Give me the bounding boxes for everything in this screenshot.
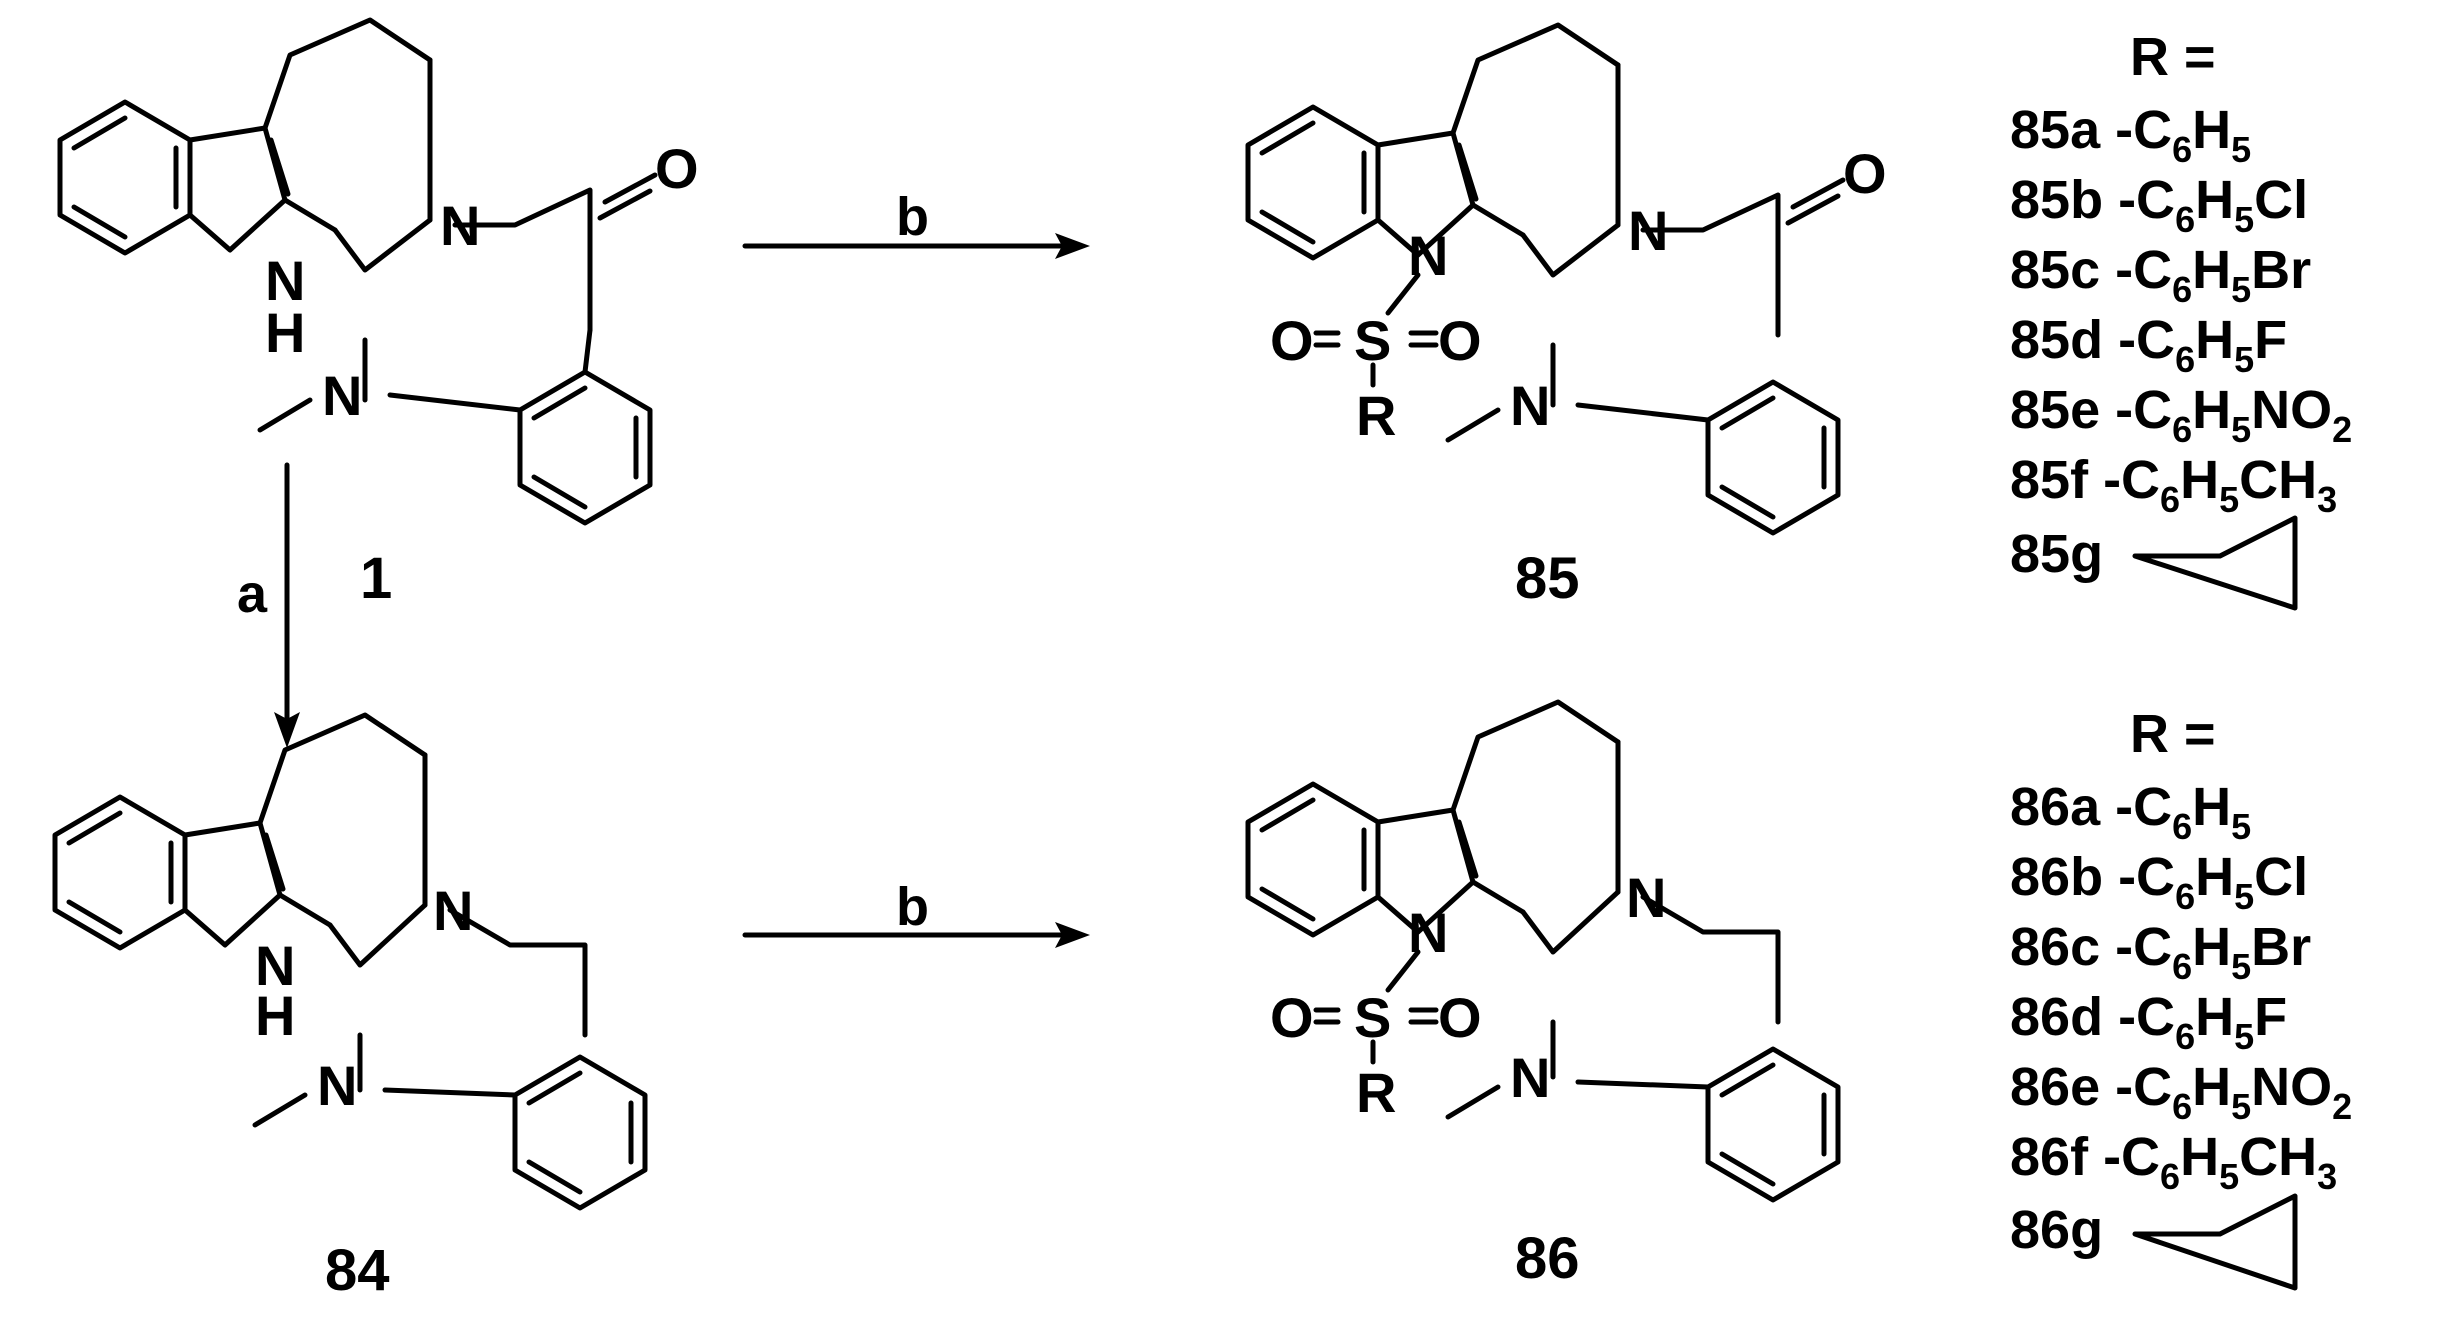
atom-r: R: [1356, 1061, 1396, 1124]
structure-compound-86: N N O S O R N: [1248, 702, 1838, 1200]
r-header-85: R =: [2130, 27, 2216, 87]
r-item-85f: 85f -C6H5CH3: [2010, 450, 2337, 520]
condition-b-bottom: b: [896, 877, 929, 937]
condition-b-top: b: [896, 187, 929, 247]
atom-n-ring: N: [1626, 866, 1666, 929]
atom-o-carbonyl: O: [655, 137, 699, 200]
compound-label-86: 86: [1515, 1226, 1580, 1291]
atom-nh-n: N: [255, 934, 295, 997]
atom-s: S: [1354, 986, 1391, 1049]
r-item-85c: 85c -C6H5Br: [2010, 240, 2311, 310]
atom-s: S: [1354, 309, 1391, 372]
atom-n-methyl: N: [317, 1054, 357, 1117]
atom-nh-h: H: [265, 301, 305, 364]
atom-n-indole: N: [1408, 224, 1448, 287]
condition-a: a: [237, 564, 268, 624]
atom-n-ring: N: [1628, 199, 1668, 262]
compound-label-85: 85: [1515, 546, 1580, 611]
r-item-86f: 86f -C6H5CH3: [2010, 1127, 2337, 1197]
arrow-a: [274, 462, 300, 748]
arrow-b-bottom: [742, 922, 1090, 948]
atom-r: R: [1356, 384, 1396, 447]
atom-n-methyl: N: [1510, 374, 1550, 437]
r-item-85d: 85d -C6H5F: [2010, 310, 2287, 380]
r-item-86g: 86g: [2010, 1200, 2103, 1260]
compound-label-84: 84: [325, 1238, 390, 1303]
atom-nh-n: N: [265, 249, 305, 312]
structure-compound-1: N H N O N: [60, 20, 699, 523]
atom-o-left: O: [1270, 309, 1314, 372]
atom-o-right: O: [1438, 986, 1482, 1049]
atom-nh-h: H: [255, 984, 295, 1047]
atom-n-ring: N: [440, 194, 480, 257]
r-item-86d: 86d -C6H5F: [2010, 987, 2287, 1057]
atom-o-left: O: [1270, 986, 1314, 1049]
r-item-86c: 86c -C6H5Br: [2010, 917, 2311, 987]
compound-label-1: 1: [360, 546, 392, 611]
atom-n-ring: N: [433, 879, 473, 942]
r-item-85b: 85b -C6H5Cl: [2010, 170, 2308, 240]
r-item-86e: 86e -C6H5NO2: [2010, 1057, 2352, 1127]
r-item-85a: 85a -C6H5: [2010, 100, 2251, 170]
structure-compound-84: N H N N: [55, 715, 645, 1208]
r-item-86b: 86b -C6H5Cl: [2010, 847, 2308, 917]
r-group-list-85: R = 85a -C6H5 85b -C6H5Cl 85c -C6H5Br 85…: [2010, 27, 2352, 611]
r-item-85g: 85g: [2010, 524, 2103, 584]
r-item-85e: 85e -C6H5NO2: [2010, 380, 2352, 450]
atom-n-methyl: N: [1510, 1046, 1550, 1109]
atom-o-carbonyl: O: [1843, 142, 1887, 205]
atom-n-methyl: N: [322, 364, 362, 427]
cyclopropyl-icon: [2132, 1193, 2298, 1291]
atom-n-indole: N: [1408, 901, 1448, 964]
arrow-b-top: [742, 233, 1090, 259]
structure-compound-85: N N O O S O R N: [1248, 25, 1887, 533]
atom-o-right: O: [1438, 309, 1482, 372]
r-group-list-86: R = 86a -C6H5 86b -C6H5Cl 86c -C6H5Br 86…: [2010, 704, 2352, 1291]
cyclopropyl-icon: [2132, 515, 2298, 611]
r-item-86a: 86a -C6H5: [2010, 777, 2251, 847]
r-header-86: R =: [2130, 704, 2216, 764]
